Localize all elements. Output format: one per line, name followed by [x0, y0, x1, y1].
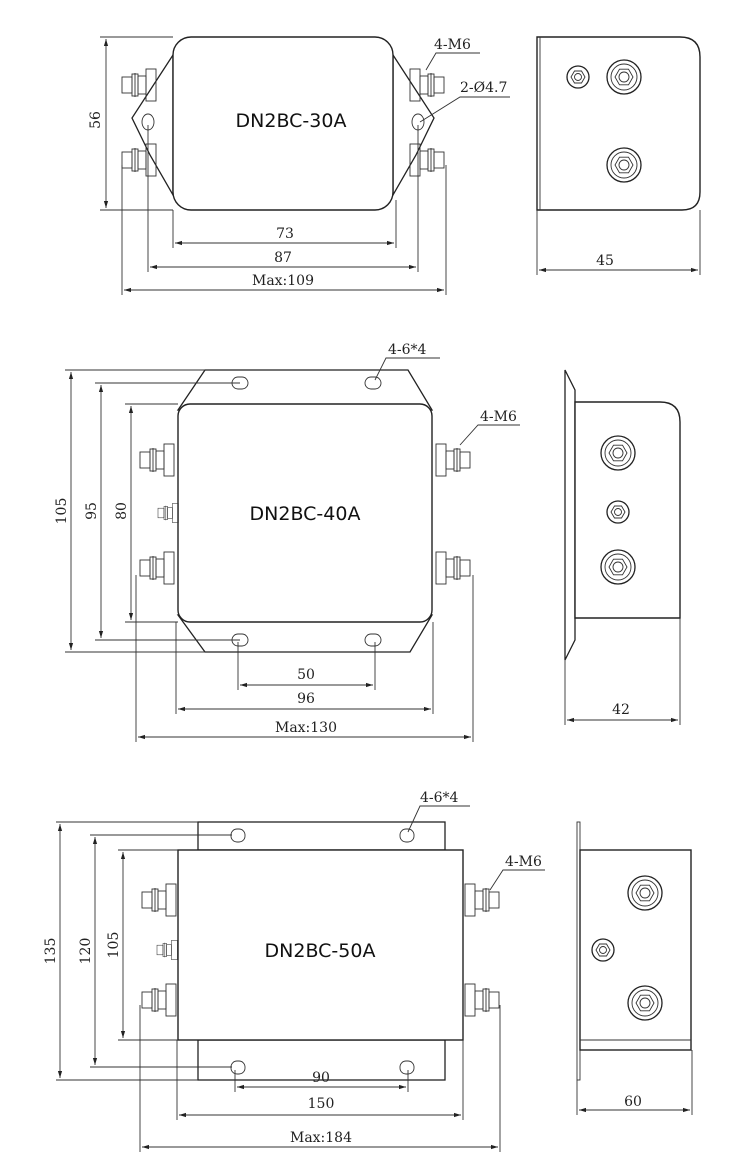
max-width-dim: Max:130 [275, 720, 337, 736]
terminal-icon [436, 552, 470, 584]
height-dim: 56 [88, 111, 104, 129]
dimensions: 135 120 105 90 150 Max:184 4-6*4 4-M6 [43, 790, 545, 1152]
depth-dim: 60 [624, 1094, 642, 1110]
front-view: DN2BC-40A [139, 369, 470, 653]
side-view: 60 [576, 821, 693, 1115]
drawing-dn2bc-50a: DN2BC-50A 135 120 105 90 150 Max:184 4-6… [43, 790, 693, 1152]
slot-callout: 4-6*4 [420, 790, 459, 806]
terminal-icon [465, 984, 499, 1016]
max-width-dim: Max:109 [252, 273, 314, 289]
depth-dim: 42 [612, 702, 630, 718]
width-dim: 73 [276, 226, 294, 242]
mount-slot [364, 376, 382, 390]
terminal-callout: 4-M6 [434, 37, 471, 53]
height-dim: 105 [54, 498, 70, 525]
terminal-icon [436, 444, 470, 476]
width-dim: 96 [297, 691, 315, 707]
terminal-callout: 4-M6 [505, 854, 542, 870]
drawing-dn2bc-40a: DN2BC-40A 105 95 80 50 96 Max:130 4-6*4 … [54, 342, 681, 742]
ground-terminal-icon [157, 503, 179, 523]
height-dim: 105 [106, 932, 122, 959]
max-width-dim: Max:184 [290, 1130, 352, 1146]
model-label: DN2BC-50A [265, 940, 376, 962]
width-dim: 90 [312, 1070, 330, 1086]
terminal-icon [465, 884, 499, 916]
model-label: DN2BC-30A [236, 110, 347, 132]
front-view: DN2BC-30A [121, 36, 444, 211]
terminal-icon [121, 143, 157, 177]
front-view: DN2BC-50A [141, 821, 499, 1081]
terminal-icon [141, 883, 177, 917]
height-dim: 95 [84, 502, 100, 520]
terminal-icon [121, 68, 157, 102]
filter-body [172, 36, 394, 211]
terminal-callout: 4-M6 [480, 409, 517, 425]
side-view: 42 [564, 369, 681, 725]
dimensions: 105 95 80 50 96 Max:130 4-6*4 4-M6 [54, 342, 520, 742]
mount-slot [230, 1060, 246, 1075]
terminal-icon [141, 983, 177, 1017]
ground-terminal-icon [156, 940, 178, 960]
terminal-icon [139, 443, 175, 477]
slot-callout: 4-6*4 [388, 342, 427, 358]
width-dim: 50 [297, 667, 315, 683]
top-plate [197, 821, 446, 851]
terminal-icon [410, 144, 444, 176]
mount-slot [399, 828, 415, 843]
mount-slot [230, 828, 246, 843]
terminal-icon [139, 551, 175, 585]
filter-body [177, 403, 433, 623]
terminal-icon [410, 69, 444, 101]
height-dim: 120 [78, 938, 94, 965]
mount-slot [399, 1060, 415, 1075]
width-dim: 87 [274, 250, 292, 266]
mount-slot [364, 633, 382, 647]
top-flange [176, 369, 434, 411]
drawing-dn2bc-30a: DN2BC-30A 56 73 87 Max:109 4-M6 2-Ø4.7 [88, 36, 701, 295]
height-dim: 135 [43, 938, 59, 965]
dimensions: 56 73 87 Max:109 4-M6 2-Ø4.7 [88, 36, 510, 295]
filter-body [177, 849, 464, 1041]
hole-callout: 2-Ø4.7 [460, 80, 507, 96]
depth-dim: 45 [596, 253, 614, 269]
side-view: 45 [536, 36, 701, 275]
height-dim: 80 [114, 502, 130, 520]
width-dim: 150 [308, 1096, 335, 1112]
model-label: DN2BC-40A [250, 503, 361, 525]
